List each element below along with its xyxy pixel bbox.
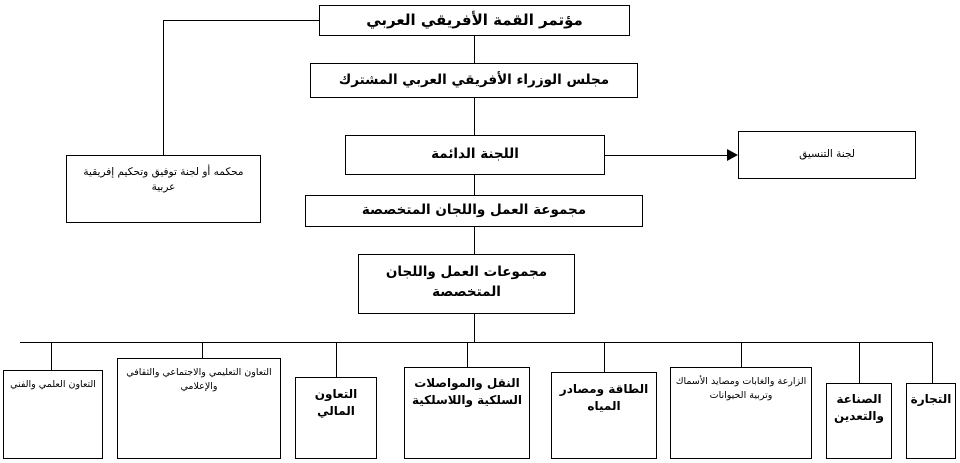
node-work-group-and-specialized-committees[interactable]: مجموعة العمل واللجان المتخصصة	[305, 195, 643, 227]
node-committee-education-social-cultural-media[interactable]: التعاون التعليمي والاجتماعي والثقافي وال…	[117, 358, 281, 459]
connector-summit-to-arbitration-vertical	[163, 20, 164, 155]
connector-bus-to-industry-mining	[859, 342, 860, 383]
node-joint-ministers-council-label: مجلس الوزراء الأفريقي العربي المشترك	[338, 71, 610, 88]
node-committee-financial-cooperation-label: التعاون المالي	[314, 387, 358, 419]
connector-bus-to-transport-communications	[467, 342, 468, 367]
node-committee-scientific-technical-label: التعاون العلمي والفني	[10, 379, 96, 390]
node-committee-energy-water[interactable]: الطاقة ومصادر المياه	[551, 372, 657, 459]
node-joint-ministers-council[interactable]: مجلس الوزراء الأفريقي العربي المشترك	[310, 63, 638, 98]
node-work-group-and-specialized-committees-label: مجموعة العمل واللجان المتخصصة	[361, 202, 587, 219]
connector-ministers-to-standing	[474, 98, 475, 135]
node-arbitration-conciliation-body-label: محكمه أو لجنة توفيق وتحكيم إفريقية عربية	[83, 166, 244, 194]
connector-bus-to-education-social-cultural-media	[202, 342, 203, 367]
node-standing-committee-label: اللجنة الدائمة	[431, 146, 519, 163]
node-committee-industry-mining-label: الصناعة والتعدين	[834, 392, 884, 424]
connector-bus-to-scientific-technical	[51, 342, 52, 370]
node-coordination-committee-label: لجنة التنسيق	[799, 148, 855, 161]
node-committee-education-social-cultural-media-label: التعاون التعليمي والاجتماعي والثقافي وال…	[126, 367, 272, 392]
connector-distribution-bus	[20, 342, 932, 343]
connector-workgroup-to-workgroups	[474, 227, 475, 254]
node-coordination-committee[interactable]: لجنة التنسيق	[738, 131, 916, 179]
node-arbitration-conciliation-body[interactable]: محكمه أو لجنة توفيق وتحكيم إفريقية عربية	[66, 155, 261, 223]
connector-standing-to-coordination	[605, 155, 733, 156]
node-work-groups-and-specialized-committees-label: مجموعات العمل واللجان المتخصصة	[385, 264, 548, 300]
connector-workgroups-to-bus	[474, 314, 475, 342]
connector-bus-to-energy-water	[604, 342, 605, 372]
node-committee-transport-communications[interactable]: النقل والمواصلات السلكية واللاسلكية	[404, 367, 530, 459]
connector-standing-to-workgroup	[474, 175, 475, 195]
connector-bus-to-financial-cooperation	[336, 342, 337, 377]
node-work-groups-and-specialized-committees[interactable]: مجموعات العمل واللجان المتخصصة	[358, 254, 575, 314]
connector-summit-to-arbitration-horizontal	[163, 20, 319, 21]
node-committee-agriculture-forests-fisheries-livestock-label: الزارعة والغابات ومصايد الأسماك وتربية ا…	[675, 376, 807, 401]
node-committee-industry-mining[interactable]: الصناعة والتعدين	[826, 383, 892, 459]
node-summit-conference-label: مؤتمر القمة الأفريقي العربي	[366, 10, 583, 29]
node-committee-trade[interactable]: التجارة	[906, 383, 956, 459]
connector-bus-to-agriculture	[741, 342, 742, 367]
node-committee-transport-communications-label: النقل والمواصلات السلكية واللاسلكية	[411, 376, 523, 408]
node-committee-energy-water-label: الطاقة ومصادر المياه	[559, 382, 649, 414]
connector-bus-to-trade	[932, 342, 933, 383]
node-committee-scientific-technical[interactable]: التعاون العلمي والفني	[3, 370, 103, 459]
node-standing-committee[interactable]: اللجنة الدائمة	[345, 135, 605, 175]
node-committee-financial-cooperation[interactable]: التعاون المالي	[295, 377, 377, 459]
node-committee-trade-label: التجارة	[910, 392, 952, 406]
node-committee-agriculture-forests-fisheries-livestock[interactable]: الزارعة والغابات ومصايد الأسماك وتربية ا…	[670, 367, 812, 459]
arrowhead-icon	[727, 149, 738, 161]
connector-summit-to-ministers	[474, 36, 475, 63]
node-summit-conference[interactable]: مؤتمر القمة الأفريقي العربي	[319, 5, 630, 36]
